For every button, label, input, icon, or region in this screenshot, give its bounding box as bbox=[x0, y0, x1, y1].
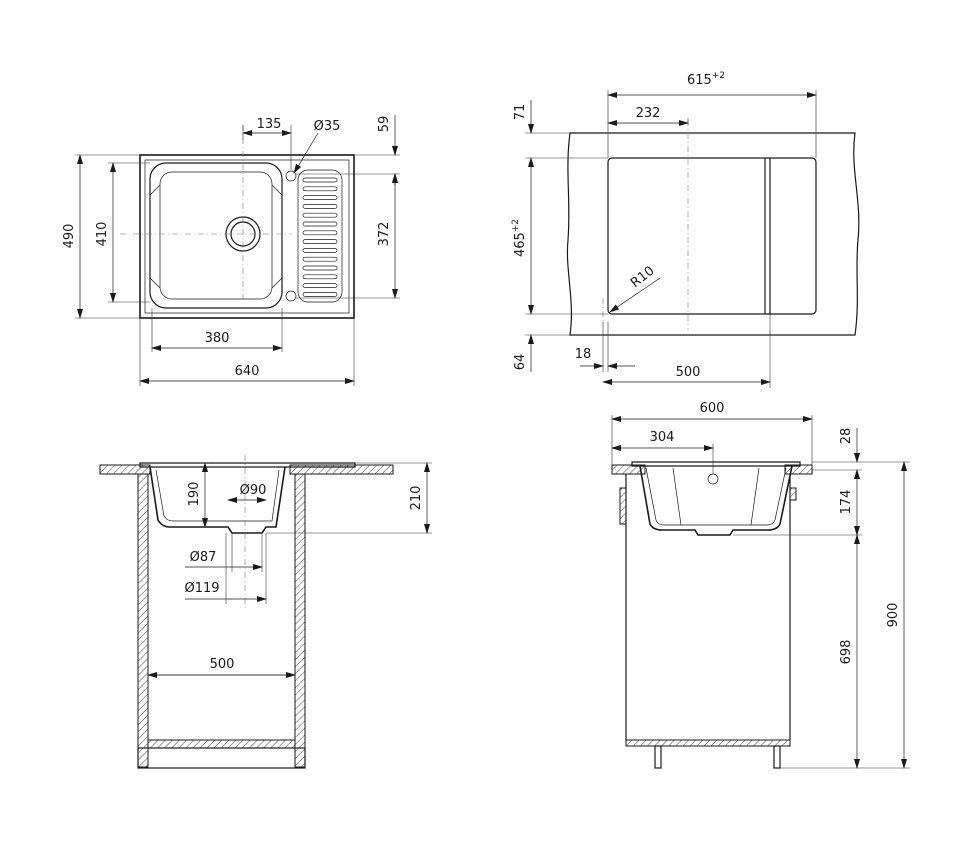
bowl-profile bbox=[149, 466, 286, 534]
cutout-view: 615+2 232 71 465+2 64 R10 18 500 bbox=[511, 71, 860, 388]
bowl-inner bbox=[159, 171, 273, 300]
countertop-outline bbox=[566, 132, 860, 336]
cabinet-left-wall bbox=[137, 473, 149, 768]
dim-cut-width: 615+2 bbox=[687, 71, 725, 88]
side-bowl-profile bbox=[639, 465, 793, 536]
drainboard-rib bbox=[302, 292, 338, 297]
bowl-inner-profile bbox=[155, 469, 280, 522]
dim-bottom-offset: 64 bbox=[513, 354, 528, 371]
drainboard-rib bbox=[302, 195, 338, 200]
side-bracket-right bbox=[789, 487, 797, 501]
tap-hole bbox=[285, 170, 297, 182]
top-view: 640 380 490 410 135 Ø35 59 372 bbox=[62, 115, 400, 386]
side-leg-left bbox=[654, 745, 662, 769]
countertop-right bbox=[289, 464, 394, 475]
dim-total: 900 bbox=[886, 603, 901, 628]
drainboard-rib bbox=[302, 204, 338, 209]
side-bowl-shading bbox=[672, 467, 760, 526]
sink-rim bbox=[144, 159, 350, 314]
drainboard-rib bbox=[302, 256, 338, 262]
cabinet-plinth bbox=[137, 747, 306, 769]
side-section: 600 304 28 174 698 900 bbox=[611, 401, 910, 769]
dim-bowl-height: 190 bbox=[187, 482, 202, 507]
cutout-rect bbox=[607, 157, 817, 315]
dim-drainboard: 372 bbox=[377, 222, 392, 247]
side-bowl-inner bbox=[645, 467, 787, 526]
drainboard-rib bbox=[302, 186, 338, 192]
side-sink-lip bbox=[631, 461, 801, 467]
bowl-corner-lines bbox=[149, 184, 283, 289]
drainboard-rib bbox=[302, 230, 338, 236]
dim-bowl-depth: 410 bbox=[95, 222, 110, 247]
dim-cut-depth: 465+2 bbox=[511, 219, 528, 257]
dim-axis: 304 bbox=[650, 430, 675, 445]
side-countertop-left bbox=[611, 464, 646, 475]
dim-bowl-width: 380 bbox=[205, 331, 230, 346]
countertop-left bbox=[99, 464, 151, 475]
dim-axis-offset: 232 bbox=[636, 106, 661, 121]
dim-drain-offset: 135 bbox=[257, 117, 282, 132]
drainboard-rib bbox=[302, 221, 338, 227]
dim-drain-outer: Ø90 bbox=[240, 483, 267, 498]
dim-radius: R10 bbox=[628, 263, 657, 291]
drainboard-rib bbox=[302, 274, 338, 280]
dim-top-offset: 71 bbox=[513, 104, 528, 121]
side-bracket-left bbox=[619, 487, 627, 525]
dim-tap-hole: Ø35 bbox=[314, 119, 341, 134]
dim-outlet-2: Ø119 bbox=[184, 581, 219, 596]
dim-cabinet-width: 500 bbox=[210, 657, 235, 672]
front-section: 500 190 Ø90 210 Ø87 Ø119 bbox=[99, 455, 432, 769]
dim-bowl: 174 bbox=[839, 490, 854, 515]
drainboard-rib bbox=[302, 248, 338, 253]
dim-total-height: 210 bbox=[409, 486, 424, 511]
dim-edge-offset: 18 bbox=[575, 347, 592, 362]
sink-lip bbox=[139, 462, 356, 468]
cabinet-shelf bbox=[147, 739, 296, 749]
dim-outlet-1: Ø87 bbox=[190, 550, 217, 565]
cabinet-right-wall bbox=[294, 473, 306, 768]
dim-top-width: 600 bbox=[700, 401, 725, 416]
side-leg-right bbox=[773, 745, 781, 769]
side-cabinet-floor bbox=[625, 739, 791, 747]
sink-outline bbox=[139, 154, 355, 319]
dim-width: 640 bbox=[235, 364, 260, 379]
drainboard-rib bbox=[302, 283, 338, 288]
dim-cabinet: 500 bbox=[676, 365, 701, 380]
bowl-outer bbox=[149, 162, 283, 309]
dim-cabinet: 698 bbox=[839, 640, 854, 665]
drainboard-ribs bbox=[297, 169, 343, 303]
dim-depth: 490 bbox=[62, 224, 77, 249]
overflow-hole bbox=[285, 290, 297, 302]
dim-tap-offset: 59 bbox=[377, 116, 392, 133]
drainboard-rib bbox=[302, 177, 338, 183]
drainboard-rib bbox=[302, 212, 338, 218]
side-overflow-hole bbox=[707, 473, 719, 485]
drainboard-rib bbox=[302, 265, 338, 271]
dim-lip: 28 bbox=[839, 428, 854, 445]
drainboard-rib bbox=[302, 239, 338, 244]
